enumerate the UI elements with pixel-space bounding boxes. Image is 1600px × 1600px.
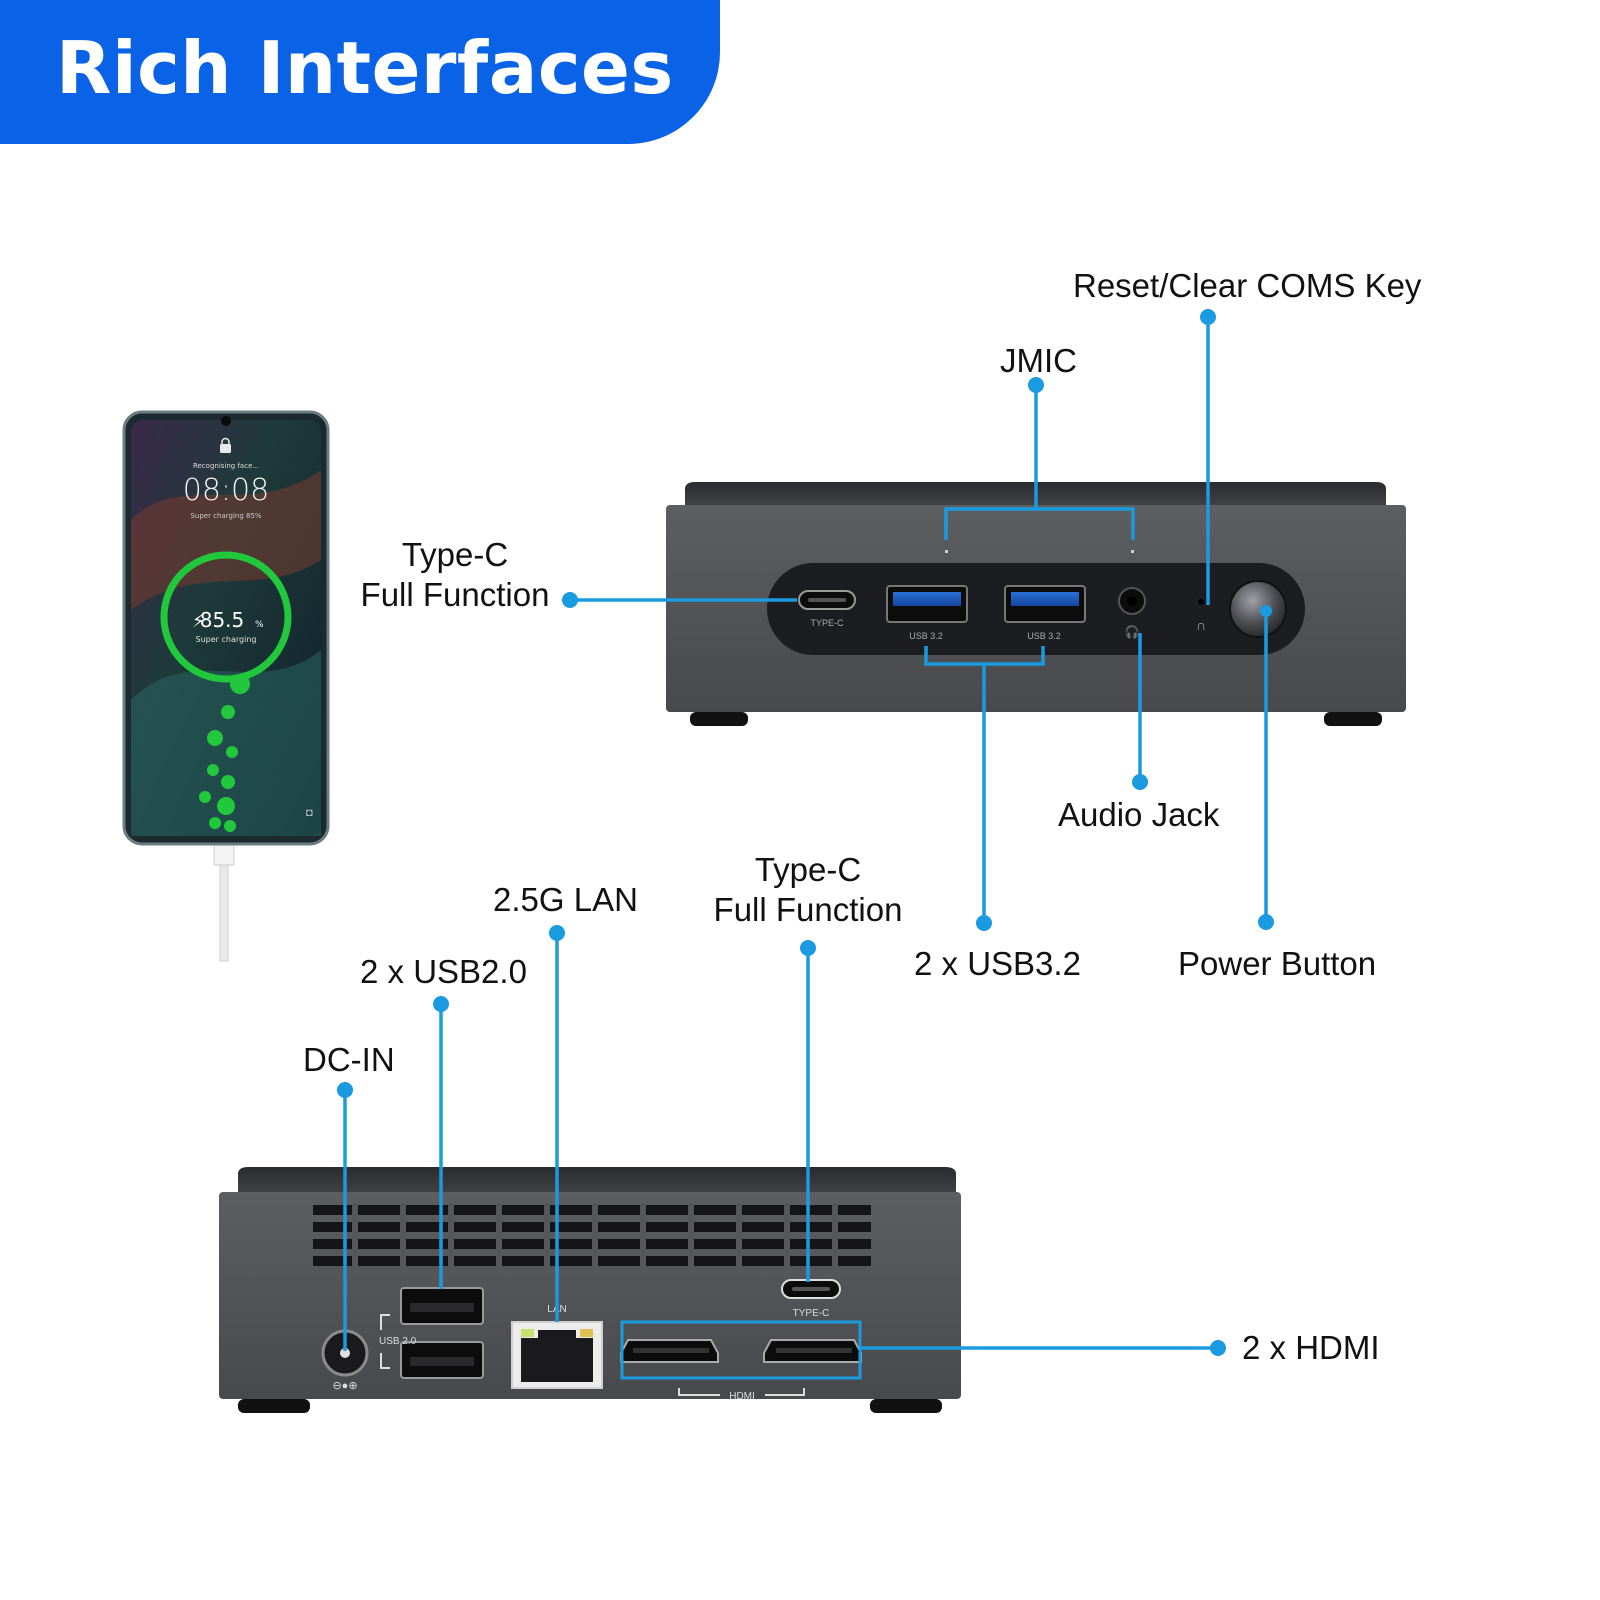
usb20-label: USB 2.0 [379,1336,417,1347]
charge-ring [160,551,292,683]
smartphone: Recognising face... 08:08 Super charging… [122,410,330,962]
audio-jack-callout: Audio Jack [1058,796,1220,833]
phone-sub-status: Super charging 85% [190,512,261,520]
jmic-leader [944,385,1135,540]
usb32-callout: 2 x USB3.2 [914,945,1081,982]
camera-shortcut-icon: ◘ [306,807,313,819]
jmic-callout: JMIC [1000,342,1077,379]
charging-cable [219,864,229,962]
rear-foot-right [870,1399,942,1413]
front-type-c-callout-line2: Full Function [360,576,550,613]
phone-status-text: Recognising face... [193,462,259,470]
rear-foot-left [238,1399,310,1413]
reset-icon: ∩ [1196,617,1206,633]
hdmi-callout: 2 x HDMI [1242,1329,1380,1366]
charge-bubbles [199,674,250,832]
phone-clock: 08:08 [183,473,269,508]
reset-pinhole [1198,599,1204,605]
rear-type-c-callout-line2: Full Function [713,891,903,928]
charge-percent: 85.5 [200,608,245,632]
charge-percent-unit: % [255,620,264,630]
hdmi-label: HDMI [729,1391,755,1402]
front-foot-left [690,712,748,726]
front-type-c-callout-line1: Type-C [401,536,509,573]
front-foot-right [1324,712,1382,726]
usb32-label-b: USB 3.2 [1027,631,1061,641]
mic-hole-left [945,550,948,553]
hdmi-highlight-box [620,1320,862,1380]
rear-type-c-label: TYPE-C [793,1308,830,1319]
title-banner: Rich Interfaces [0,0,720,144]
rear-mini-pc: ⊖●⊕ USB 2.0 LAN TYPE-C HDMI [219,1167,961,1413]
headphone-icon: 🎧 [1125,625,1140,639]
usb32-leader [924,646,1045,923]
lock-icon [220,444,231,453]
front-camera [221,416,231,426]
rear-type-c-callout: Type-C Full Function [713,850,903,930]
mic-hole-right [1131,550,1134,553]
power-button[interactable] [1229,580,1287,638]
reset-key-callout: Reset/Clear COMS Key [1073,267,1422,304]
front-type-c-label: TYPE-C [810,618,844,628]
front-type-c-callout: Type-C Full Function [360,535,550,615]
usb32-label-a: USB 3.2 [909,631,943,641]
rear-type-c-callout-line1: Type-C [754,851,862,888]
callout-lines [343,317,1268,1351]
dc-in-callout: DC-IN [303,1041,395,1078]
rear-top-lid [238,1167,956,1192]
power-button-callout: Power Button [1178,945,1377,982]
lightning-icon: ⚡ [192,611,205,631]
charging-label: Super charging [196,635,257,644]
page-title: Rich Interfaces [56,26,674,110]
usb-plug [213,842,235,866]
front-mini-pc: TYPE-C USB 3.2 USB 3.2 🎧 ∩ [666,482,1406,726]
lan-callout: 2.5G LAN [493,881,638,918]
usb20-callout: 2 x USB2.0 [360,953,527,990]
callout-dots [337,309,1274,1356]
dc-polarity-symbol: ⊖●⊕ [332,1380,357,1392]
